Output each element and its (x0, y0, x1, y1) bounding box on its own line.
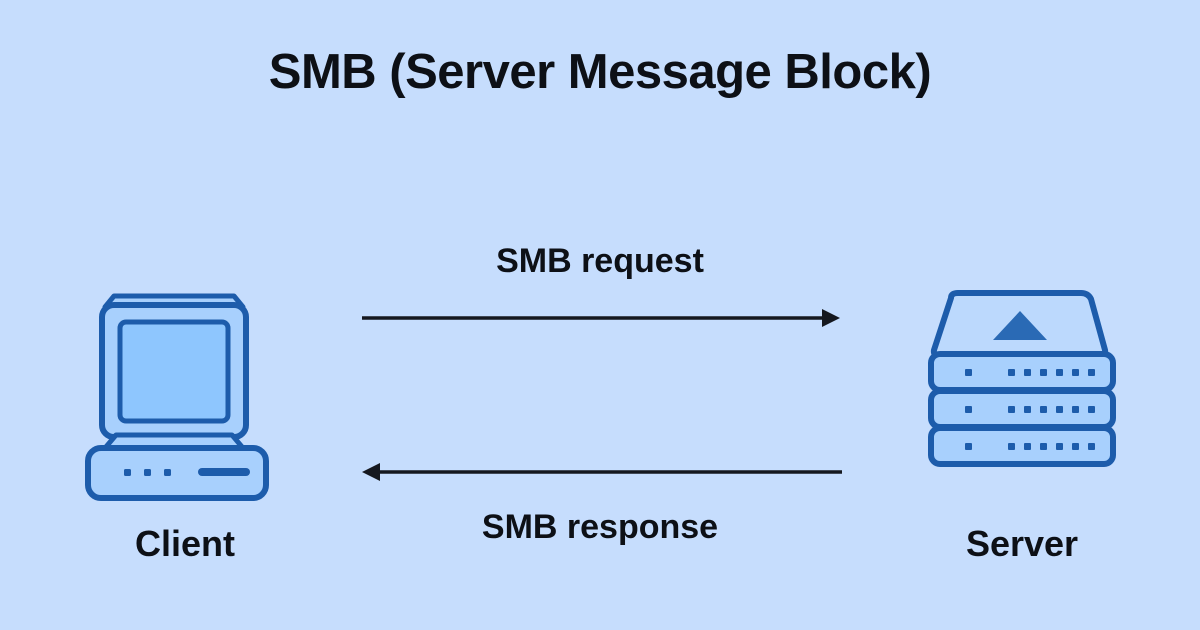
rack-led (1040, 369, 1047, 376)
base-dot (124, 469, 131, 476)
page-title: SMB (Server Message Block) (268, 45, 932, 99)
rack-led (1008, 406, 1015, 413)
base-dot (144, 469, 151, 476)
server-triangle-icon (993, 311, 1047, 340)
drive-slot (198, 468, 250, 476)
rack-led (1056, 369, 1063, 376)
request-arrow-head (822, 309, 840, 327)
base-dot (164, 469, 171, 476)
server-node (925, 288, 1120, 467)
rack-led (1008, 369, 1015, 376)
rack-led (965, 369, 972, 376)
rack-led (1088, 369, 1095, 376)
rack-led (965, 443, 972, 450)
rack-led (1088, 443, 1095, 450)
rack-led (1040, 443, 1047, 450)
client-label: Client (134, 523, 235, 564)
response-flow-label: SMB response (481, 508, 719, 546)
rack-led (1072, 406, 1079, 413)
rack-led (1072, 443, 1079, 450)
rack-led (1008, 443, 1015, 450)
rack-unit (928, 425, 1116, 467)
rack-led (1040, 406, 1047, 413)
server-rack-icon (928, 290, 1116, 467)
rack-led (1024, 443, 1031, 450)
rack-unit (928, 388, 1116, 430)
server-label: Server (965, 523, 1079, 564)
rack-led (1088, 406, 1095, 413)
rack-led (1072, 369, 1079, 376)
rack-led (1056, 406, 1063, 413)
monitor-screen (117, 319, 231, 424)
computer-base (85, 445, 269, 501)
rack-led (965, 406, 972, 413)
response-arrow-head (362, 463, 380, 481)
flow-arrows (340, 290, 860, 500)
request-flow-label: SMB request (496, 242, 704, 280)
rack-led (1056, 443, 1063, 450)
client-node (80, 282, 275, 501)
rack-led (1024, 406, 1031, 413)
rack-unit (928, 351, 1116, 393)
rack-led (1024, 369, 1031, 376)
desktop-computer-icon (85, 293, 269, 501)
